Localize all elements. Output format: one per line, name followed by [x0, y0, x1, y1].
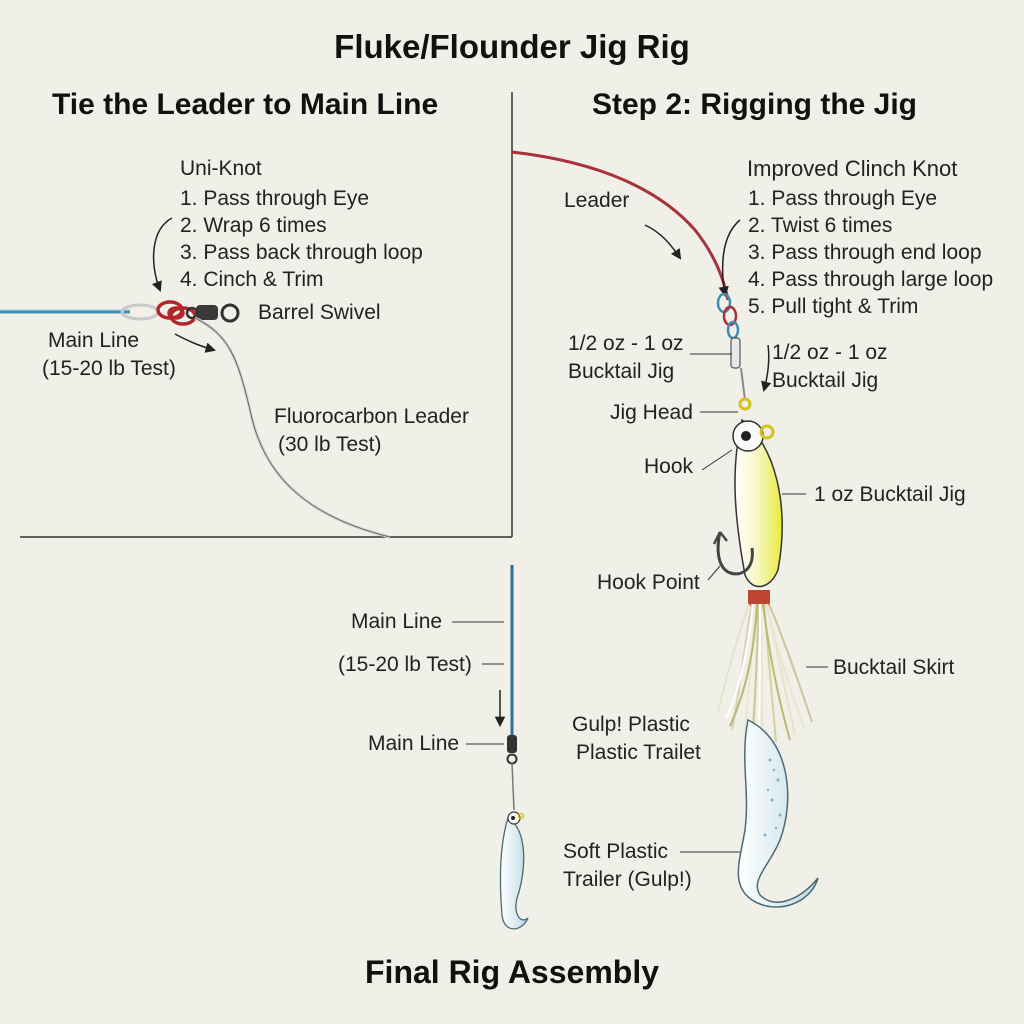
jig-weight-label-right: 1/2 oz - 1 oz	[772, 341, 888, 364]
fluorocarbon-leader-label: Fluorocarbon Leader	[274, 405, 469, 428]
hook-label: Hook	[644, 455, 694, 478]
gulp-plastic-label: Gulp! Plastic	[572, 713, 690, 736]
jig-type-label-right: Bucktail Jig	[772, 369, 879, 392]
uni-knot-step: 4. Cinch & Trim	[180, 268, 324, 291]
barrel-swivel-icon	[185, 303, 240, 323]
leader-hook-point	[707, 565, 721, 581]
soft-plastic-label: Soft Plastic	[563, 840, 669, 863]
jig-eye-icon	[741, 431, 751, 441]
jig-body-icon	[734, 418, 783, 588]
jig-line-tie-icon	[738, 397, 752, 411]
bucktail-skirt-label: Bucktail Skirt	[833, 656, 955, 679]
uni-knot-icon	[156, 300, 197, 326]
arrow-down-jig	[761, 344, 772, 393]
clinch-knot-title: Improved Clinch Knot	[747, 156, 958, 181]
red-leader-line	[511, 150, 730, 301]
clinch-knot-icon	[716, 292, 740, 340]
hook-point-label: Hook Point	[597, 571, 700, 594]
arrow-to-knot	[152, 217, 173, 292]
barrel-swivel-label: Barrel Swivel	[258, 301, 381, 324]
leader-hook	[701, 449, 733, 471]
bucktail-skirt-icon	[717, 603, 813, 746]
left-panel-heading: Tie the Leader to Main Line	[52, 88, 439, 121]
uni-knot-step: 2. Wrap 6 times	[180, 214, 327, 237]
final-jig-icon	[499, 811, 529, 930]
fluorocarbon-leader-outline	[194, 317, 391, 538]
main-line-label: Main Line	[48, 329, 140, 352]
final-main-line-label-2: Main Line	[368, 732, 460, 755]
final-main-line-test-label: (15-20 lb Test)	[338, 653, 472, 676]
jig-eye-ring-icon	[759, 424, 775, 440]
clinch-knot-steps: 1. Pass through Eye 2. Twist 6 times 3. …	[748, 185, 993, 320]
jig-type-label-left: Bucktail Jig	[568, 360, 675, 383]
hook-barb-icon	[712, 531, 728, 545]
uni-knot-title: Uni-Knot	[180, 157, 262, 180]
hook-icon	[716, 531, 754, 576]
clinch-wraps-icon	[730, 337, 741, 369]
uni-knot-step: 3. Pass back through loop	[180, 241, 423, 264]
trailer-speckles-icon	[763, 758, 782, 837]
jig-weight-label-left: 1/2 oz - 1 oz	[568, 332, 684, 355]
arrow-to-leader-right	[644, 224, 682, 260]
final-main-line-label: Main Line	[351, 610, 443, 633]
arrow-to-leader	[174, 333, 217, 353]
plastic-trailet-label: Plastic Trailet	[576, 741, 701, 764]
trailer-gulp-label: Trailer (Gulp!)	[563, 868, 692, 891]
arrow-to-clinch-knot	[718, 219, 741, 298]
clinch-knot-step: 2. Twist 6 times	[748, 214, 893, 237]
final-leader	[511, 762, 515, 811]
jig-head-label: Jig Head	[610, 401, 693, 424]
right-panel-heading: Step 2: Rigging the Jig	[592, 88, 918, 121]
page-title: Fluke/Flounder Jig Rig	[334, 28, 690, 65]
uni-knot-steps: 1. Pass through Eye 2. Wrap 6 times 3. P…	[180, 185, 423, 293]
clinch-knot-step: 1. Pass through Eye	[748, 187, 938, 210]
skirt-thread-icon	[748, 590, 770, 606]
clinch-knot-step: 4. Pass through large loop	[748, 268, 994, 291]
leader-label: Leader	[564, 189, 630, 212]
line-to-jig	[740, 367, 746, 401]
soft-plastic-trailer-icon	[737, 718, 819, 908]
jig-body-label: 1 oz Bucktail Jig	[814, 483, 966, 506]
clinch-knot-step: 3. Pass through end loop	[748, 241, 982, 264]
final-assembly-caption: Final Rig Assembly	[365, 954, 659, 990]
main-line-test-label: (15-20 lb Test)	[42, 357, 176, 380]
clinch-knot-step: 5. Pull tight & Trim	[748, 295, 919, 318]
final-swivel-icon	[506, 735, 518, 765]
fluorocarbon-leader-test-label: (30 lb Test)	[278, 433, 382, 456]
uni-knot-step: 1. Pass through Eye	[180, 187, 370, 210]
